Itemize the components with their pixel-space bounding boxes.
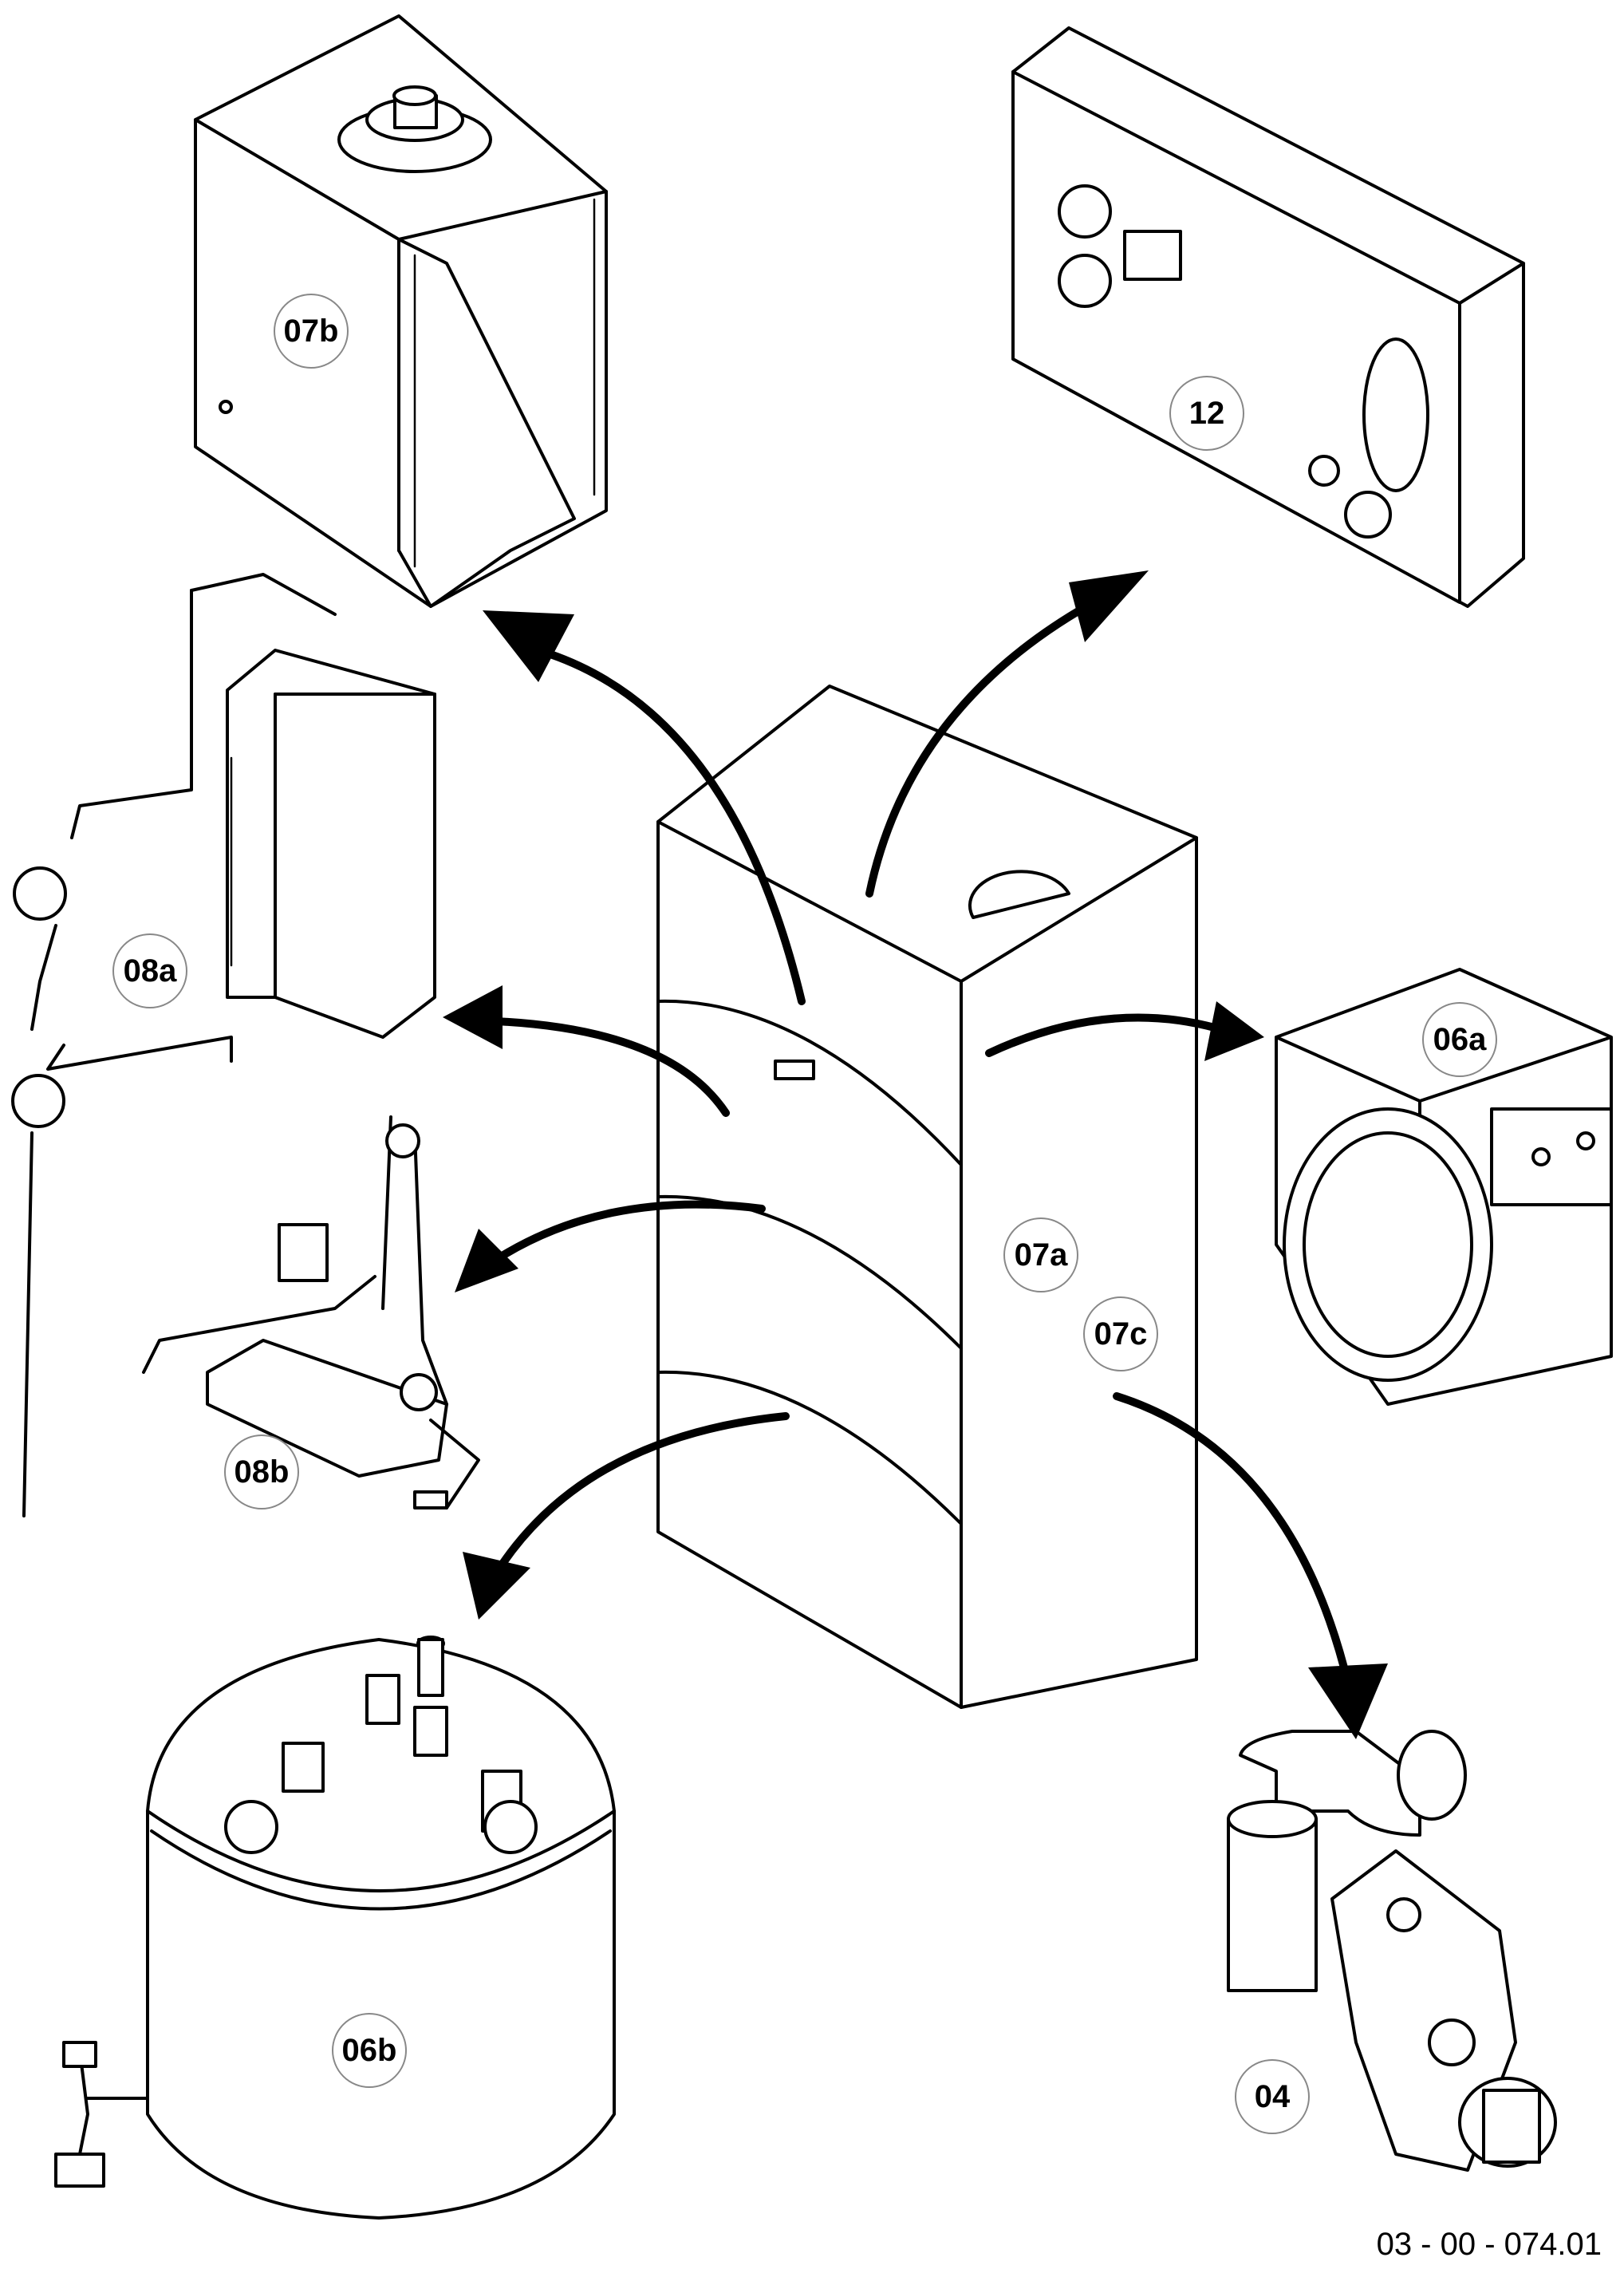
callout-08b: 08b [224,1434,299,1509]
callout-07b-label: 07b [284,314,339,349]
arrow-to-08a [443,985,503,1049]
arrow-to-08b [455,1229,518,1292]
arrow-to-12 [1069,570,1149,642]
arrow-to-07b [483,610,574,682]
hot-water-cylinder-icon [54,1636,616,2220]
boiler-cabinet-icon [656,685,1198,1709]
callout-06b: 06b [332,2013,407,2088]
expansion-vessel-pump-icon [11,573,436,1517]
callout-07a: 07a [1003,1217,1078,1292]
callout-07c: 07c [1083,1296,1158,1371]
gas-valve-icon [1227,1730,1557,2172]
control-panel-icon [1011,26,1525,608]
callout-12: 12 [1169,376,1244,451]
callout-06a: 06a [1422,1002,1497,1077]
callout-12-label: 12 [1189,396,1225,431]
arrow-to-04 [1308,1663,1388,1739]
callout-06b-label: 06b [342,2033,397,2068]
arrow-to-06a [1204,1001,1264,1061]
callout-04: 04 [1235,2059,1310,2134]
callout-08b-label: 08b [235,1454,290,1490]
arrow-to-06b [463,1552,530,1620]
callout-06a-label: 06a [1433,1022,1487,1057]
combustion-chamber-icon [194,14,608,608]
callout-07a-label: 07a [1015,1237,1068,1273]
callout-08a-label: 08a [124,953,177,989]
callout-08a: 08a [112,933,187,1008]
arrows [443,570,1388,1739]
hydraulic-block-icon [142,1115,480,1509]
callout-07b: 07b [274,294,349,369]
callout-07c-label: 07c [1094,1316,1148,1352]
callout-04-label: 04 [1255,2079,1291,2114]
reference-code: 03 - 00 - 074.01 [1376,2227,1602,2262]
burner-housing-icon [1275,968,1613,1406]
